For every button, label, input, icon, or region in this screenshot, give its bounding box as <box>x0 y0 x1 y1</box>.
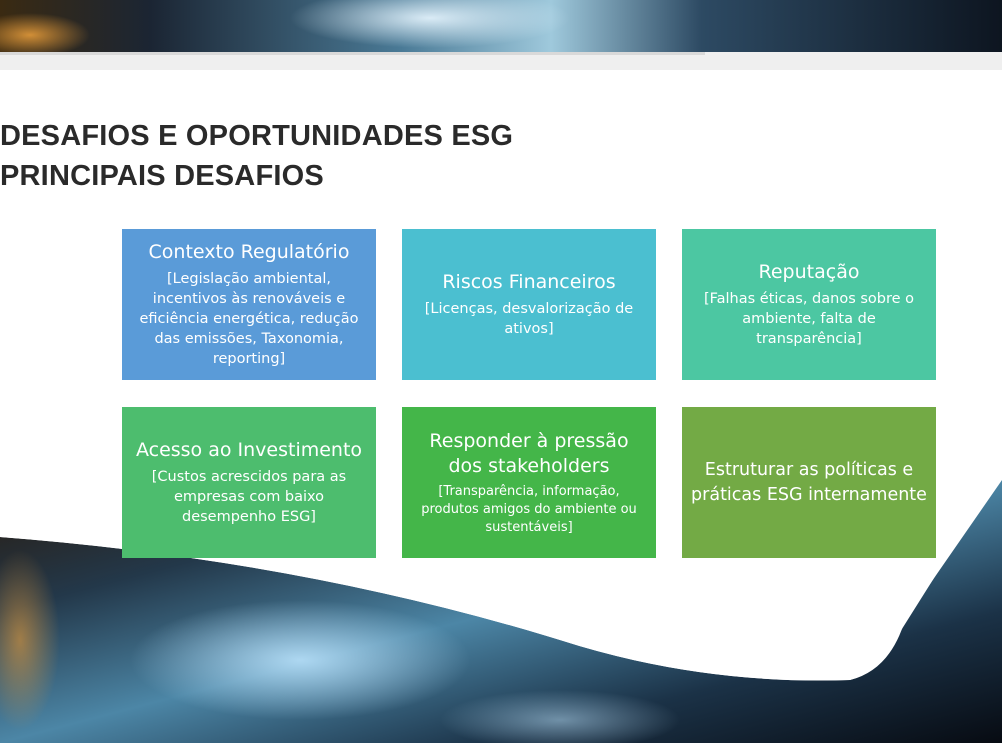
card-description: [Legislação ambiental, incentivos às ren… <box>139 271 359 367</box>
card-contexto-regulatorio: Contexto Regulatório [Legislação ambient… <box>122 229 376 380</box>
card-title: Riscos Financeiros <box>442 271 616 293</box>
title-line-2: PRINCIPAIS DESAFIOS <box>0 160 324 192</box>
card-description: [Licenças, desvalorização de ativos] <box>424 301 634 337</box>
title-line-1: DESAFIOS E OPORTUNIDADES ESG <box>0 120 514 152</box>
card-riscos-financeiros: Riscos Financeiros [Licenças, desvaloriz… <box>402 229 656 380</box>
card-estruturar-politicas: Estruturar as políticas e práticas ESG i… <box>682 407 936 558</box>
slide-title: DESAFIOS E OPORTUNIDADES ESG PRINCIPAIS … <box>0 116 513 196</box>
card-reputacao: Reputação [Falhas éticas, danos sobre o … <box>682 229 936 380</box>
challenges-grid: Contexto Regulatório [Legislação ambient… <box>122 229 936 558</box>
card-acesso-investimento: Acesso ao Investimento [Custos acrescido… <box>122 407 376 558</box>
card-title: Estruturar as políticas e práticas ESG i… <box>691 459 927 505</box>
card-title: Responder à pressão dos stakeholders <box>429 429 629 477</box>
card-title: Acesso ao Investimento <box>135 439 363 461</box>
card-description: [Custos acrescidos para as empresas com … <box>151 469 347 525</box>
card-description: [Transparência, informação, produtos ami… <box>421 483 637 535</box>
card-title: Contexto Regulatório <box>148 241 350 263</box>
card-pressao-stakeholders: Responder à pressão dos stakeholders [Tr… <box>402 407 656 558</box>
card-description: [Falhas éticas, danos sobre o ambiente, … <box>703 291 915 347</box>
card-title: Reputação <box>758 261 860 283</box>
